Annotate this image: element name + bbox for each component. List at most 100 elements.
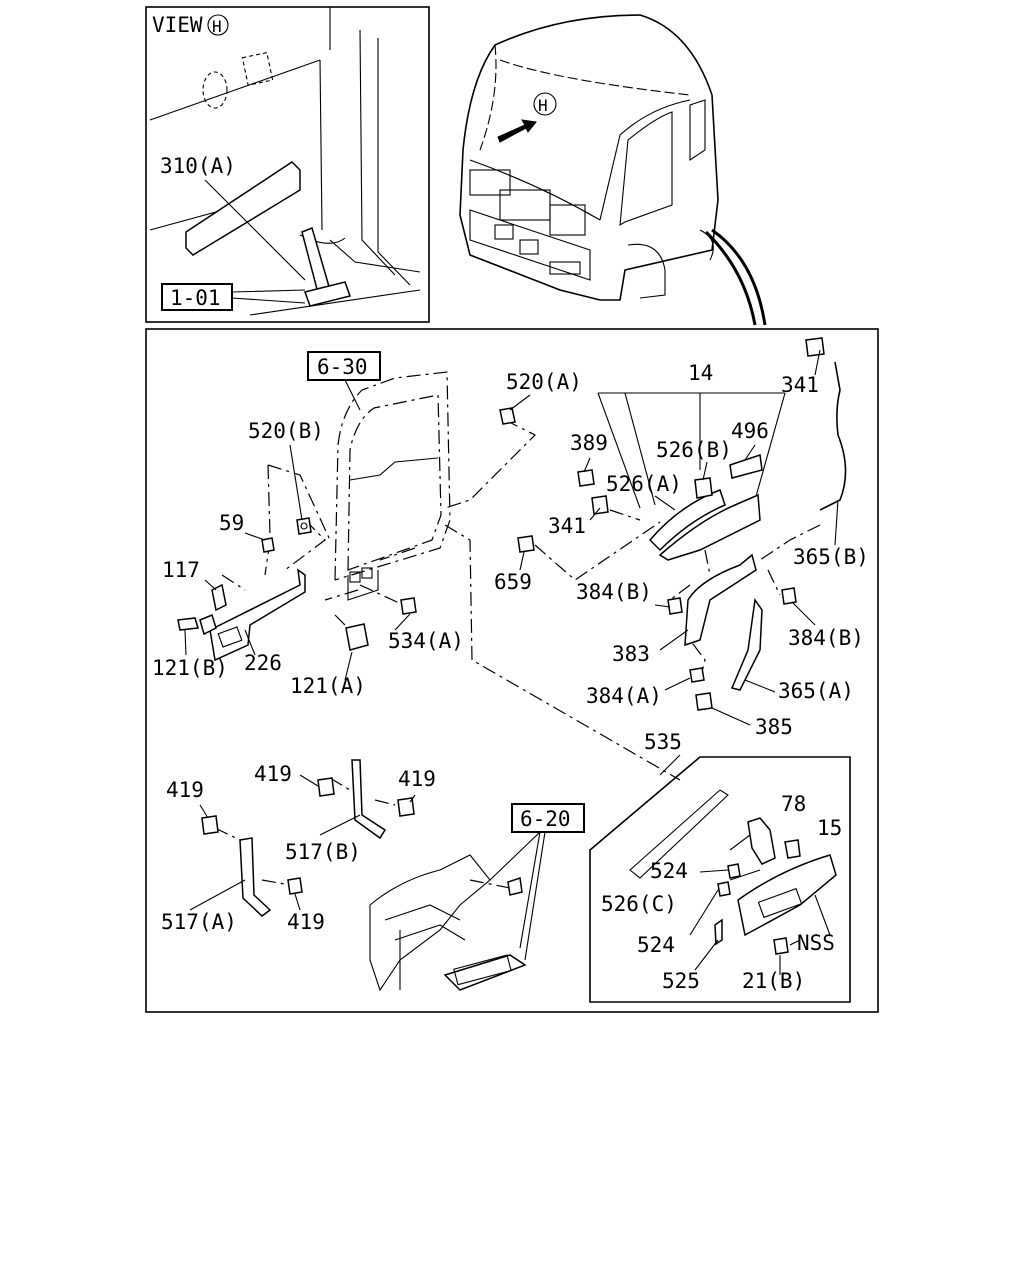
cab-view-marker: H bbox=[538, 96, 548, 115]
label-526b: 526(B) bbox=[656, 438, 732, 462]
label-385: 385 bbox=[755, 715, 793, 739]
screw-117 bbox=[211, 583, 227, 612]
label-nss: NSS bbox=[797, 931, 835, 955]
label-659: 659 bbox=[494, 570, 532, 594]
ref-label-6-20: 6-20 bbox=[520, 807, 571, 831]
label-21b: 21(B) bbox=[742, 969, 805, 993]
label-365a: 365(A) bbox=[778, 679, 854, 703]
inset-interior-drawing bbox=[149, 7, 421, 316]
clip-384b-left bbox=[667, 597, 683, 615]
accelerator-pedal bbox=[301, 226, 331, 294]
view-arrow-icon bbox=[497, 119, 537, 143]
trim-14 bbox=[658, 493, 761, 561]
main-callout-labels: 520(A) 520(B) 59 117 121(B) 226 121(A) 5… bbox=[152, 361, 869, 934]
ref-label-6-30: 6-30 bbox=[317, 355, 368, 379]
bolt-341-top bbox=[805, 337, 825, 357]
label-226: 226 bbox=[244, 651, 282, 675]
label-389: 389 bbox=[570, 431, 608, 455]
inset-label-310a: 310(A) bbox=[160, 154, 236, 178]
bolt-659 bbox=[517, 535, 535, 553]
label-341: 341 bbox=[548, 514, 586, 538]
label-15: 15 bbox=[817, 816, 842, 840]
bolt-385 bbox=[695, 692, 713, 711]
step-plate bbox=[443, 954, 527, 991]
bracket-226 bbox=[209, 568, 306, 662]
label-526a: 526(A) bbox=[606, 472, 682, 496]
label-59: 59 bbox=[219, 511, 244, 535]
label-419-bottom: 419 bbox=[287, 910, 325, 934]
detail-box: 78 15 524 524 526(C) 525 21(B) NSS bbox=[589, 756, 851, 1003]
label-121a: 121(A) bbox=[290, 674, 366, 698]
label-365b: 365(B) bbox=[793, 545, 869, 569]
label-526c: 526(C) bbox=[601, 892, 677, 916]
bolt-15 bbox=[784, 839, 801, 859]
step-assembly bbox=[369, 854, 527, 992]
leader-lines bbox=[184, 349, 839, 911]
bolt-121b-head bbox=[177, 617, 199, 631]
bolt-419-bottom bbox=[287, 877, 303, 895]
label-384b-right: 384(B) bbox=[788, 626, 864, 650]
label-524-top: 524 bbox=[650, 859, 688, 883]
bolt-419-right bbox=[397, 797, 415, 817]
label-496: 496 bbox=[731, 419, 769, 443]
clip-384a bbox=[689, 667, 705, 683]
clip-384b-right bbox=[781, 587, 797, 605]
door-outline bbox=[334, 371, 451, 601]
trim-panel-nss bbox=[737, 854, 837, 937]
bracket-78 bbox=[747, 817, 776, 865]
clip-525 bbox=[714, 918, 723, 946]
bracket-517a bbox=[239, 837, 272, 917]
bracket-517b bbox=[351, 759, 387, 840]
label-517a: 517(A) bbox=[161, 910, 237, 934]
clip-526b bbox=[694, 477, 713, 499]
clip-121a bbox=[345, 623, 369, 651]
rod-365b bbox=[819, 361, 847, 511]
label-78: 78 bbox=[781, 792, 806, 816]
trim-526a bbox=[648, 489, 726, 552]
ref-box-6-30 bbox=[307, 351, 381, 381]
assembly-lines bbox=[214, 419, 821, 889]
label-117: 117 bbox=[162, 558, 200, 582]
clip-59 bbox=[261, 537, 275, 553]
fender-383 bbox=[684, 553, 757, 647]
nut-520a bbox=[499, 407, 516, 425]
cab-view-marker-circle bbox=[533, 92, 557, 116]
main-frame bbox=[145, 328, 879, 1013]
bolt-419-top bbox=[317, 777, 335, 797]
ref-box-6-20 bbox=[511, 803, 585, 833]
clip-524a bbox=[727, 863, 741, 879]
label-14: 14 bbox=[688, 361, 713, 385]
inset-view-panel: VIEW H 310(A) 1-01 bbox=[145, 6, 430, 323]
label-384b-left: 384(B) bbox=[576, 580, 652, 604]
label-520a: 520(A) bbox=[506, 370, 582, 394]
label-534a: 534(A) bbox=[388, 629, 464, 653]
label-524-bottom: 524 bbox=[637, 933, 675, 957]
clip-21b bbox=[773, 937, 789, 955]
inset-frame bbox=[145, 6, 430, 323]
trim-496 bbox=[729, 454, 763, 479]
screw-341 bbox=[591, 495, 609, 515]
inset-view-marker: H bbox=[212, 17, 222, 36]
label-383: 383 bbox=[612, 642, 650, 666]
label-517b: 517(B) bbox=[285, 840, 361, 864]
weatherstrip-526c bbox=[629, 789, 729, 879]
detail-frame bbox=[589, 756, 851, 1003]
inset-ref-box-1-01 bbox=[161, 283, 233, 311]
step-bolt bbox=[507, 877, 523, 896]
label-419-right: 419 bbox=[398, 767, 436, 791]
inset-view-marker-circle bbox=[207, 14, 229, 36]
nut-520b bbox=[296, 517, 312, 535]
label-535: 535 bbox=[644, 730, 682, 754]
rod-365a bbox=[730, 598, 763, 691]
floor-pad-310a bbox=[185, 161, 301, 256]
truck-cab-illustration: H bbox=[459, 14, 767, 326]
label-520b: 520(B) bbox=[248, 419, 324, 443]
label-121b: 121(B) bbox=[152, 656, 228, 680]
inset-view-label: VIEW bbox=[152, 13, 203, 37]
label-341-top: 341 bbox=[781, 373, 819, 397]
label-384a: 384(A) bbox=[586, 684, 662, 708]
inset-ref-label-1-01: 1-01 bbox=[170, 286, 221, 310]
bolt-419-left bbox=[201, 815, 219, 835]
label-419-top: 419 bbox=[254, 762, 292, 786]
